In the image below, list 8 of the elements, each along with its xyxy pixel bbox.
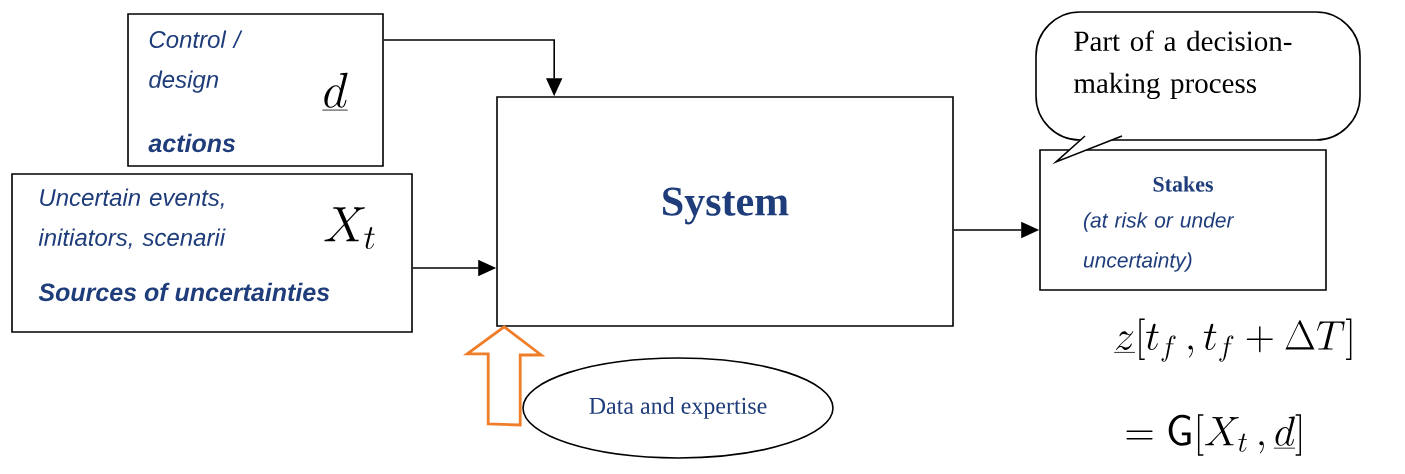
arrow (462, 325, 546, 427)
formula: $\underline{z}[t_f\,,t_f+\Delta T]$ (1114, 318, 1352, 362)
process-box: System (496, 96, 954, 327)
speech-bubble: Part of a decision-making process (1035, 11, 1361, 165)
process-box: Uncertain events, initiators, scenarii $X_t$ Sources of uncertainties (11, 173, 413, 333)
process-box: Stakes (at risk or under uncertainty) (1039, 149, 1327, 291)
formula: $=\mathsf{G}[X_t\,,\underline{d}]$ (1126, 414, 1301, 456)
process-box: Control / design $\underline{d}$ actions (127, 13, 384, 167)
